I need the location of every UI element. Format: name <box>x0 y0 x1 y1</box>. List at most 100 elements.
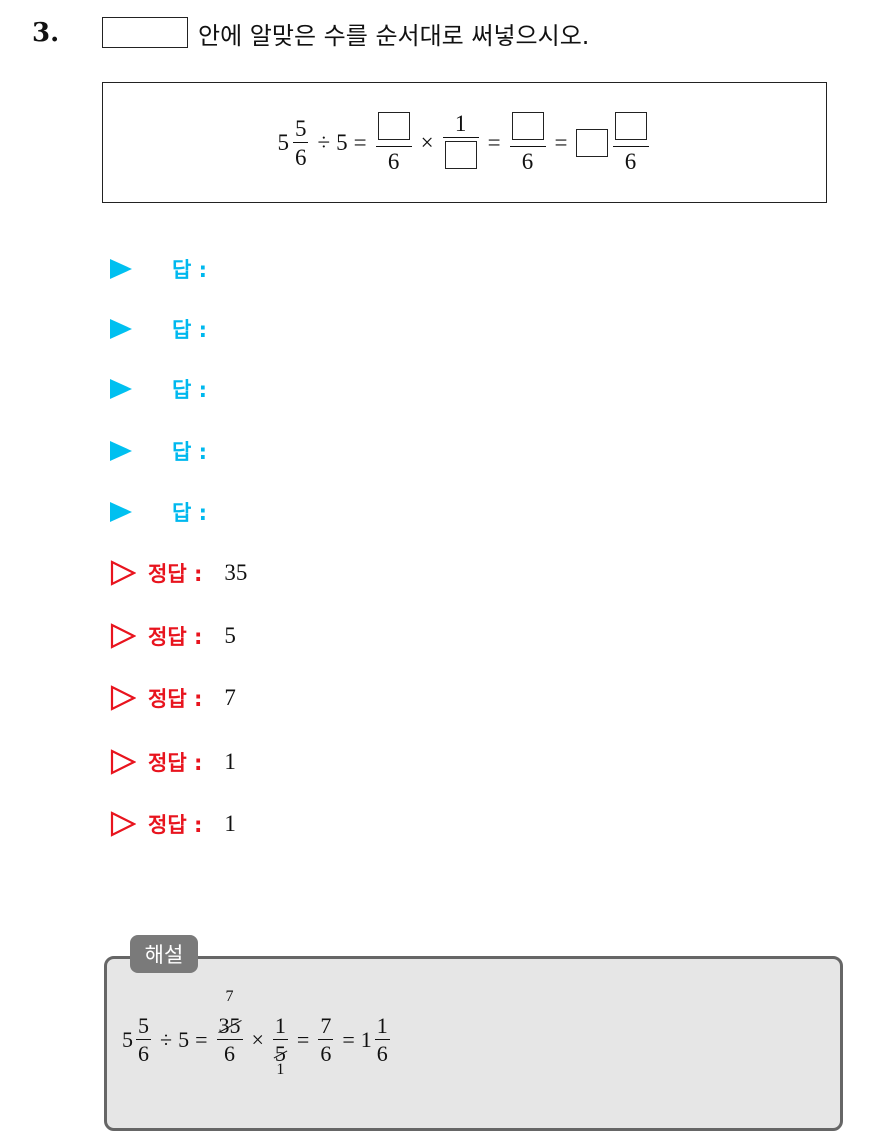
fraction-5-6: 5 6 <box>292 115 309 170</box>
cancelled-value: 35 <box>218 1013 241 1038</box>
answer-row[interactable]: 답 : <box>110 374 207 404</box>
correct-answer-row: 정답 : 5 <box>110 620 236 652</box>
triangle-filled-icon <box>110 259 132 279</box>
fraction-bar <box>292 141 309 143</box>
correct-label: 정답 : <box>148 687 203 711</box>
correct-answer-row: 정답 : 1 <box>110 808 236 840</box>
fraction-5-6: 5 6 <box>136 1015 151 1065</box>
fraction-1-5: 1 5 1 <box>272 1013 288 1078</box>
triangle-outline-icon <box>110 623 136 649</box>
correct-label: 정답 : <box>148 625 203 649</box>
fraction-blank-over-6: 6 <box>612 112 649 174</box>
correct-value: 5 <box>224 623 236 648</box>
answer-row[interactable]: 답 : <box>110 314 207 344</box>
solution-tab: 해설 <box>130 935 198 973</box>
blank-5-input[interactable] <box>614 112 647 140</box>
fraction-denominator: 6 <box>387 149 400 174</box>
cancel-reduced-denominator: 1 <box>276 1061 285 1078</box>
fraction-bar <box>374 1039 390 1040</box>
correct-label: 정답 : <box>148 813 203 837</box>
equals-sign: = <box>342 1027 355 1052</box>
answer-row[interactable]: 답 : <box>110 497 207 527</box>
cancelled-value: 5 <box>274 1041 286 1066</box>
equals-sign: = <box>554 129 568 155</box>
answer-label: 답 : <box>172 440 208 464</box>
fraction-denominator: 6 <box>224 1041 235 1066</box>
triangle-outline-icon <box>110 685 136 711</box>
correct-answer-row: 정답 : 1 <box>110 746 236 778</box>
triangle-filled-icon <box>110 502 132 522</box>
fraction-numerator: 5 <box>138 1013 149 1038</box>
fraction-35-6: 7 35 6 <box>216 989 243 1066</box>
fraction-denominator: 6 <box>376 1041 388 1066</box>
fraction-bar <box>272 1039 288 1040</box>
fraction-denominator: 6 <box>624 149 637 174</box>
equals-sign: = <box>353 129 367 155</box>
fraction-numerator: 5 <box>294 115 307 141</box>
triangle-filled-icon <box>110 441 132 461</box>
cancelled-denominator: 5 <box>273 1041 288 1066</box>
equals-sign: = <box>487 129 501 155</box>
blank-4-input[interactable] <box>575 128 608 157</box>
equals-sign: = <box>195 1027 208 1052</box>
fraction-blank-over-6: 6 <box>375 112 412 174</box>
times-sign: × <box>420 129 434 155</box>
correct-label: 정답 : <box>148 562 203 586</box>
fraction-bar <box>442 137 479 138</box>
fraction-1-6: 1 6 <box>374 1013 390 1066</box>
fraction-blank-over-6: 6 <box>509 112 546 174</box>
correct-answer-row: 정답 : 35 <box>110 557 247 589</box>
fraction-denominator: 6 <box>521 149 534 174</box>
correct-value: 1 <box>224 749 236 774</box>
final-whole: 1 <box>360 1027 372 1052</box>
solution-equation: 5 5 6 ÷ 5 = 7 35 6 × 1 5 1 = 7 6 = 1 1 6 <box>122 989 393 1078</box>
blank-2-input[interactable] <box>444 141 477 169</box>
fraction-denominator: 6 <box>320 1041 332 1066</box>
blank-box-icon <box>102 17 188 48</box>
fraction-7-6: 7 6 <box>318 1013 334 1066</box>
correct-value: 7 <box>224 685 236 710</box>
cancel-reduced-numerator: 7 <box>225 988 234 1005</box>
triangle-filled-icon <box>110 319 132 339</box>
mixed-whole: 5 <box>122 1027 133 1052</box>
divide-sign: ÷ <box>317 129 331 155</box>
blank-1-input[interactable] <box>377 112 410 140</box>
blank-3-input[interactable] <box>511 112 544 140</box>
answer-row[interactable]: 답 : <box>110 436 207 466</box>
divisor: 5 <box>178 1027 190 1052</box>
divisor: 5 <box>336 129 348 155</box>
triangle-outline-icon <box>110 749 136 775</box>
answer-label: 답 : <box>172 501 208 525</box>
answer-label: 답 : <box>172 258 208 282</box>
fraction-1-over-blank: 1 <box>442 111 479 173</box>
fraction-bar <box>509 146 546 147</box>
solution-box <box>104 956 843 1131</box>
correct-value: 1 <box>224 811 236 836</box>
fraction-numerator: 1 <box>454 111 467 136</box>
cancelled-numerator: 35 <box>217 1013 242 1038</box>
fraction-bar <box>612 146 649 147</box>
equation: 5 5 6 ÷ 5 = 6 × 1 = 6 = 6 <box>103 83 826 202</box>
equation-box: 5 5 6 ÷ 5 = 6 × 1 = 6 = 6 <box>102 82 827 203</box>
fraction-denominator: 6 <box>138 1041 149 1066</box>
fraction-bar <box>318 1039 334 1040</box>
fraction-bar <box>136 1039 151 1040</box>
fraction-numerator: 1 <box>376 1013 388 1038</box>
mixed-whole: 5 <box>277 129 289 155</box>
fraction-bar <box>216 1039 243 1040</box>
fraction-denominator: 6 <box>294 144 307 170</box>
answer-label: 답 : <box>172 318 208 342</box>
answer-row[interactable]: 답 : <box>110 254 207 284</box>
correct-answer-row: 정답 : 7 <box>110 682 236 714</box>
fraction-numerator: 7 <box>320 1013 332 1038</box>
equals-sign: = <box>296 1027 310 1052</box>
correct-value: 35 <box>224 560 248 585</box>
divide-sign: ÷ <box>160 1027 173 1052</box>
problem-number: 3. <box>32 18 60 48</box>
triangle-outline-icon <box>110 560 136 586</box>
fraction-bar <box>375 146 412 147</box>
triangle-filled-icon <box>110 379 132 399</box>
fraction-numerator: 1 <box>274 1013 286 1038</box>
triangle-outline-icon <box>110 811 136 837</box>
answer-label: 답 : <box>172 378 208 402</box>
